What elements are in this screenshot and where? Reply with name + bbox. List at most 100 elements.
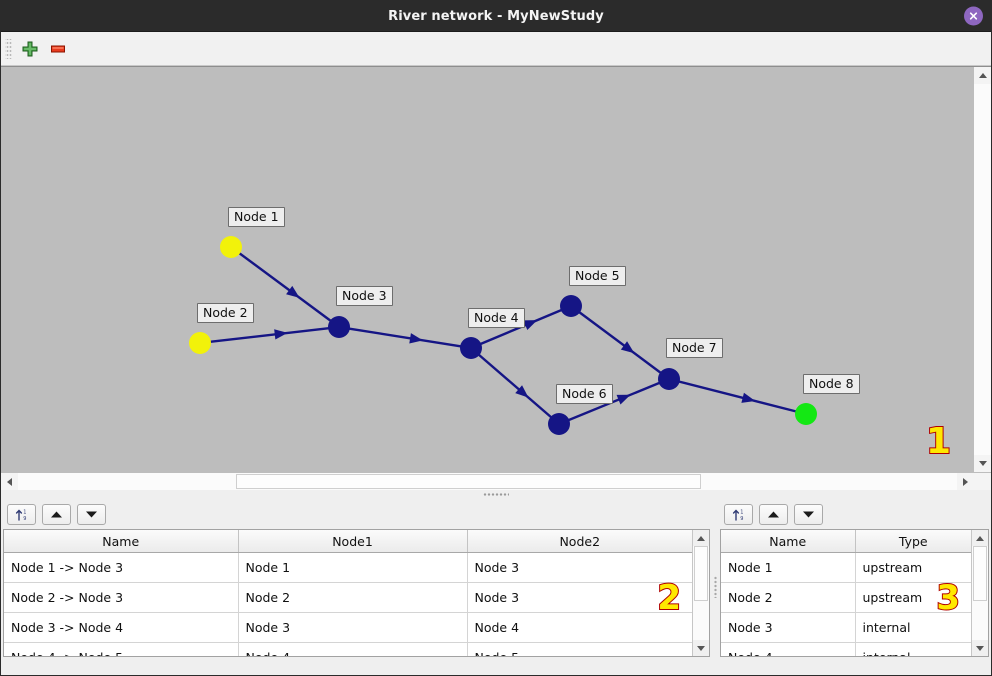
table-cell[interactable]: Node 3 xyxy=(467,582,692,613)
triangle-up-icon[interactable] xyxy=(759,503,788,525)
graph-node[interactable] xyxy=(220,236,242,258)
reaches-vertical-scrollbar[interactable] xyxy=(692,530,709,656)
table-cell[interactable]: Node 4 xyxy=(721,642,856,656)
remove-minus-icon[interactable] xyxy=(44,36,72,62)
graph-node-label[interactable]: Node 8 xyxy=(803,374,860,394)
table-cell[interactable]: upstream xyxy=(855,552,971,583)
nodes-scroll-down-button[interactable] xyxy=(972,640,988,656)
table-cell[interactable]: upstream xyxy=(855,582,971,613)
graph-node[interactable] xyxy=(460,337,482,359)
graph-edge[interactable] xyxy=(566,381,662,422)
graph-canvas[interactable]: Node 1 Node 2 Node 3 Node 4 Node 5 Node 6 Node… xyxy=(1,67,973,472)
graph-node[interactable] xyxy=(795,403,817,425)
graph-horizontal-scrollbar[interactable] xyxy=(1,472,991,490)
nodes-vertical-scrollbar[interactable] xyxy=(971,530,988,656)
graph-node[interactable] xyxy=(560,295,582,317)
graph-node[interactable] xyxy=(658,368,680,390)
toolbar-grip[interactable] xyxy=(5,38,12,59)
table-cell[interactable]: Node 2 -> Node 3 xyxy=(4,582,239,613)
graph-node-label[interactable]: Node 3 xyxy=(336,286,393,306)
nodes-vscroll-track[interactable] xyxy=(972,546,988,640)
table-cell[interactable]: Node 3 xyxy=(238,612,468,643)
graph-edge-arrow xyxy=(523,320,538,330)
graph-edge-arrow xyxy=(515,385,529,398)
reaches-vscroll-thumb[interactable] xyxy=(694,546,708,601)
graph-edge[interactable] xyxy=(677,380,798,413)
horizontal-splitter[interactable] xyxy=(1,490,991,499)
sort-ascending-icon[interactable]: 1 9 xyxy=(7,503,36,525)
column-header[interactable]: Node2 xyxy=(467,530,692,553)
table-cell[interactable]: Node 4 xyxy=(238,642,468,656)
graph-vertical-scrollbar[interactable] xyxy=(973,67,991,472)
graph-node-label[interactable]: Node 4 xyxy=(468,308,525,328)
scroll-left-button[interactable] xyxy=(1,473,18,490)
triangle-up-icon[interactable] xyxy=(42,503,71,525)
column-header[interactable]: Type xyxy=(855,530,971,553)
table-cell[interactable]: internal xyxy=(855,642,971,656)
table-cell[interactable]: Node 4 xyxy=(467,612,692,643)
triangle-down-icon[interactable] xyxy=(794,503,823,525)
table-cell[interactable]: internal xyxy=(855,612,971,643)
table-cell[interactable]: Node 2 xyxy=(721,582,856,613)
table-cell[interactable]: Node 3 xyxy=(467,552,692,583)
scroll-right-button[interactable] xyxy=(957,473,974,490)
graph-node[interactable] xyxy=(189,332,211,354)
graph-node-label[interactable]: Node 2 xyxy=(197,303,254,323)
graph-edge[interactable] xyxy=(347,327,463,348)
table-cell[interactable]: Node 3 -> Node 4 xyxy=(4,612,239,643)
graph-vscroll-track[interactable] xyxy=(974,84,991,455)
table-cell[interactable]: Node 1 xyxy=(238,552,468,583)
column-header[interactable]: Name xyxy=(721,530,856,553)
graph-node-label[interactable]: Node 6 xyxy=(556,384,613,404)
graph-node-label[interactable]: Node 5 xyxy=(569,266,626,286)
graph-edge[interactable] xyxy=(477,352,553,420)
main-toolbar xyxy=(1,32,991,66)
graph-node-label[interactable]: Node 7 xyxy=(666,338,723,358)
graph-edge[interactable] xyxy=(237,251,333,323)
table-row[interactable]: Node 4internal xyxy=(721,642,971,656)
graph-node[interactable] xyxy=(328,316,350,338)
network-diagram[interactable] xyxy=(1,67,973,449)
table-cell[interactable]: Node 3 xyxy=(721,612,856,643)
vertical-splitter[interactable] xyxy=(712,499,718,675)
graph-hscroll-thumb[interactable] xyxy=(236,474,701,489)
table-cell[interactable]: Node 2 xyxy=(238,582,468,613)
nodes-scroll-up-button[interactable] xyxy=(972,530,988,546)
table-cell[interactable]: Node 1 -> Node 3 xyxy=(4,552,239,583)
graph-edge[interactable] xyxy=(577,310,663,375)
reaches-scroll-up-button[interactable] xyxy=(693,530,709,546)
table-cell[interactable]: Node 1 xyxy=(721,552,856,583)
sort-ascending-icon[interactable]: 1 9 xyxy=(724,503,753,525)
graph-node-label[interactable]: Node 1 xyxy=(228,207,285,227)
add-plus-icon[interactable] xyxy=(16,36,44,62)
column-header[interactable]: Name xyxy=(4,530,239,553)
reaches-scroll-down-button[interactable] xyxy=(693,640,709,656)
graph-node[interactable] xyxy=(548,413,570,435)
nodes-vscroll-thumb[interactable] xyxy=(973,546,987,601)
scroll-down-button[interactable] xyxy=(974,455,991,472)
graph-edge-arrow xyxy=(274,329,288,340)
column-header[interactable]: Node1 xyxy=(238,530,468,553)
svg-text:1: 1 xyxy=(740,509,743,515)
graph-hscroll-track[interactable] xyxy=(18,473,957,490)
close-icon[interactable] xyxy=(964,6,983,26)
scroll-up-button[interactable] xyxy=(974,67,991,84)
table-cell[interactable]: Node 5 xyxy=(467,642,692,656)
triangle-down-icon[interactable] xyxy=(77,503,106,525)
reaches-vscroll-track[interactable] xyxy=(693,546,709,640)
table-cell[interactable]: Node 4 -> Node 5 xyxy=(4,642,239,656)
graph-edge[interactable] xyxy=(208,326,331,344)
